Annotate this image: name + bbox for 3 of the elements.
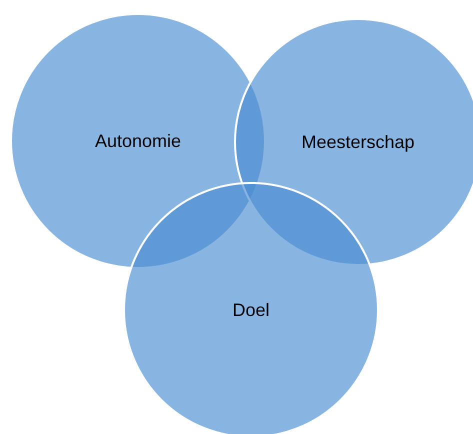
circle-label: Meesterschap [301,132,415,152]
circle-label: Doel [232,300,270,320]
circle-label: Autonomie [94,130,182,152]
